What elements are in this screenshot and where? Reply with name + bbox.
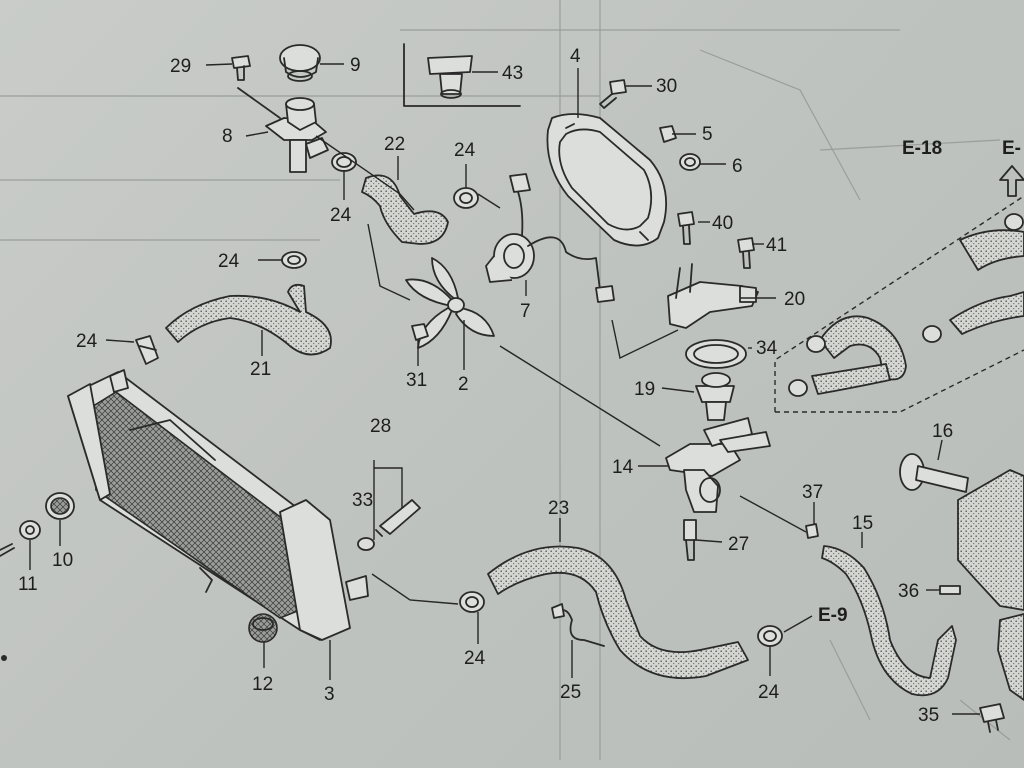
radiator xyxy=(67,369,369,641)
hose-15 xyxy=(821,545,957,697)
label-part-20: 20 xyxy=(784,289,805,310)
engine-fragment-lower xyxy=(997,613,1024,701)
tube-36 xyxy=(939,585,961,595)
grommet-10 xyxy=(45,492,75,520)
clip-37 xyxy=(805,523,819,539)
hose-23 xyxy=(487,545,749,680)
pump-cover-14 xyxy=(665,417,771,513)
wire-25-terminal xyxy=(551,603,565,619)
label-part-11: 11 xyxy=(18,574,38,595)
label-part-35: 35 xyxy=(918,705,939,726)
label-part-24-left-mid: 24 xyxy=(218,251,240,272)
label-part-2: 2 xyxy=(458,374,469,395)
label-part-21: 21 xyxy=(250,359,271,380)
bolt-16 xyxy=(899,453,969,493)
filler-neck-8 xyxy=(237,87,329,173)
clip-6 xyxy=(679,153,701,171)
label-part-24-left-upper: 24 xyxy=(330,205,352,226)
bolt-35 xyxy=(979,703,1005,733)
collar-11 xyxy=(0,520,41,557)
label-part-36: 36 xyxy=(898,581,919,602)
label-part-30: 30 xyxy=(656,76,677,97)
label-part-23: 23 xyxy=(548,498,569,519)
subassembly-hose-d xyxy=(959,229,1024,271)
part-labels: 29 9 43 4 30 5 6 8 22 24 24 24 24 24 24 … xyxy=(18,46,1021,726)
inset-bracket-43 xyxy=(403,43,521,107)
clamp-24-top xyxy=(453,187,479,209)
label-part-19: 19 xyxy=(634,379,655,400)
subassembly-dashed-outline xyxy=(774,195,1024,413)
fan-motor-7 xyxy=(485,173,615,303)
bolt-30 xyxy=(599,79,627,109)
nut-31 xyxy=(411,323,429,341)
label-part-15: 15 xyxy=(852,513,873,534)
ref-e18: E-18 xyxy=(902,138,942,159)
cap-43 xyxy=(427,55,473,99)
clamp-24-left xyxy=(135,335,159,365)
nut-5 xyxy=(659,125,677,143)
label-part-5: 5 xyxy=(702,124,713,145)
subassembly-hose-b xyxy=(811,363,891,395)
o-ring-34 xyxy=(685,339,747,369)
thermostat-housing-20 xyxy=(667,263,759,329)
engine-fragment xyxy=(957,469,1024,611)
bolt-41 xyxy=(737,237,755,269)
fan-shroud-4 xyxy=(546,113,667,247)
label-part-43: 43 xyxy=(502,63,523,84)
sensor-27 xyxy=(683,519,697,561)
edge-dot xyxy=(1,655,7,661)
label-part-12: 12 xyxy=(252,674,273,695)
label-part-25: 25 xyxy=(560,682,581,703)
label-part-14: 14 xyxy=(612,457,634,478)
label-part-16: 16 xyxy=(932,421,953,442)
label-part-7: 7 xyxy=(520,301,531,322)
label-part-8: 8 xyxy=(222,126,233,147)
label-part-33: 33 xyxy=(352,490,373,511)
label-part-37: 37 xyxy=(802,482,823,503)
ref-e-cut: E- xyxy=(1002,138,1021,159)
hose-21 xyxy=(165,283,332,356)
clamp-24-mid-left xyxy=(281,251,307,269)
label-part-6: 6 xyxy=(732,156,743,177)
fan-2 xyxy=(405,257,495,349)
up-arrow-icon xyxy=(999,165,1024,197)
label-part-9: 9 xyxy=(350,55,361,76)
label-part-24-far-left: 24 xyxy=(76,331,98,352)
label-part-24-upper: 24 xyxy=(454,140,476,161)
label-part-34: 34 xyxy=(756,338,778,359)
bolt-29 xyxy=(231,55,251,81)
label-part-29: 29 xyxy=(170,56,191,77)
clamp-24-lower-mid xyxy=(459,591,485,613)
label-part-24-lower-right: 24 xyxy=(758,682,780,703)
label-part-24-lower-mid: 24 xyxy=(464,648,486,669)
ref-e9: E-9 xyxy=(818,605,848,626)
subassembly-hose-c xyxy=(949,291,1024,335)
thermostat-19 xyxy=(695,372,735,421)
leader-lines xyxy=(29,63,980,715)
label-part-31: 31 xyxy=(406,370,427,391)
label-part-40: 40 xyxy=(712,213,733,234)
label-part-10: 10 xyxy=(52,550,73,571)
plug-28 xyxy=(375,499,421,537)
label-part-22: 22 xyxy=(384,134,405,155)
clamp-24-lower-right xyxy=(757,625,783,647)
washer-33 xyxy=(357,537,375,551)
grommet-12 xyxy=(248,613,278,643)
radiator-cap-9 xyxy=(279,44,321,82)
label-part-41: 41 xyxy=(766,235,787,256)
label-part-27: 27 xyxy=(728,534,749,555)
hose-22 xyxy=(361,174,449,245)
label-part-28: 28 xyxy=(370,416,391,437)
label-part-4: 4 xyxy=(570,46,581,67)
subassembly-clamps xyxy=(788,213,1024,397)
bolt-40 xyxy=(677,211,695,245)
label-part-3: 3 xyxy=(324,684,335,705)
